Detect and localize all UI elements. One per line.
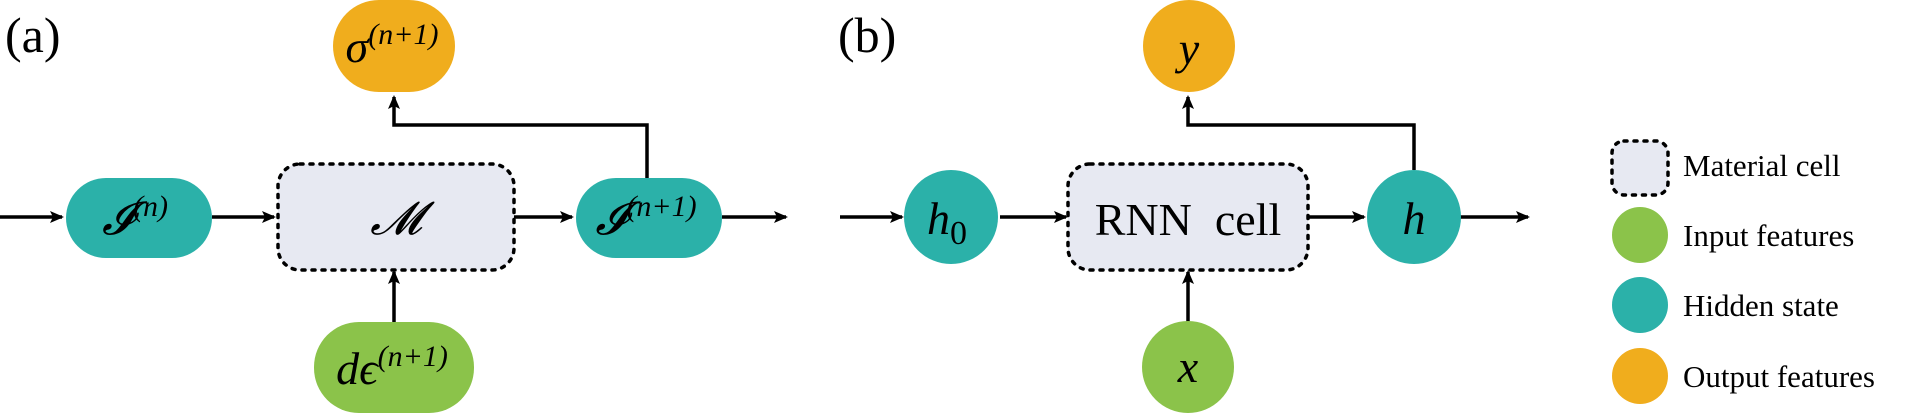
initial-state-b-text: h0 [927,193,967,252]
output-features-node-a: σ(n+1) [333,0,455,92]
legend-swatch-material-cell [1610,139,1670,197]
input-features-node-a: dϵ(n+1) [314,322,474,413]
legend-swatch-output-features [1612,348,1668,404]
rnn-cell-b: RNN cell [1066,162,1310,272]
arrow-output-state-to-output-node [388,95,649,180]
hidden-state-node-b: h [1367,170,1461,264]
legend-label-material-cell: Material cell [1683,148,1841,183]
hidden-state-output-node-a: 𝓘(n+1) [576,178,722,258]
legend-item-output-features: Output features [1612,348,1875,404]
legend-swatch-hidden-state [1612,277,1668,333]
panel-a-label: (a) [5,7,61,63]
output-node-a-text: σ(n+1) [346,18,439,72]
output-node-b-text: y [1175,23,1200,74]
legend-item-hidden-state: Hidden state [1612,277,1839,333]
legend-item-material-cell: Material cell [1610,139,1841,197]
input-features-node-b: x [1142,321,1234,413]
state-b-text: h [1403,193,1426,244]
rnn-cell-b-text: RNN cell [1095,194,1282,245]
input-feature-a-text: dϵ(n+1) [336,340,448,394]
legend-label-hidden-state: Hidden state [1683,288,1839,323]
hidden-state-input-node-a: 𝓘(n) [66,178,212,258]
legend: Material cell Input features Hidden stat… [1610,139,1875,404]
legend-label-input-features: Input features [1683,218,1854,253]
material-cell-a: 𝓜 [276,162,516,272]
panel-b-label: (b) [838,7,896,63]
output-features-node-b: y [1143,0,1235,92]
hidden-state-initial-node-b: h0 [904,170,998,264]
arrow-state-to-output-y [1182,95,1416,170]
legend-label-output-features: Output features [1683,359,1875,394]
legend-swatch-input-features [1612,207,1668,263]
input-feature-b-text: x [1177,341,1199,392]
output-state-a-text: 𝓘(n+1) [595,190,696,244]
legend-item-input-features: Input features [1612,207,1854,263]
